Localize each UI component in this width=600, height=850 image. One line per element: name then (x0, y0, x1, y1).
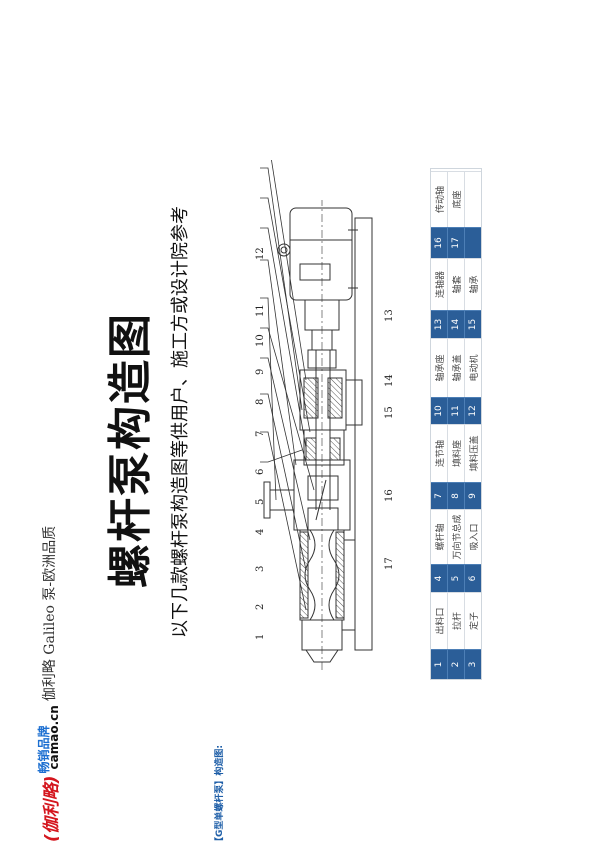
callout-5: 5 (255, 498, 266, 505)
page-subtitle: 以下几款螺杆泵构造图等供用户、施工方或设计院参考 (170, 206, 191, 638)
brand-tagline: 伽利略 Galileo 泵-欧洲品质 (42, 525, 58, 702)
brand-logo: (伽利略) 畅销品牌 camao.cn 伽利略 Galileo 泵-欧洲品质 (36, 526, 62, 842)
parts-group-1: 1 2 3 出料口 拉杆 定子 (431, 592, 481, 679)
part-number: 13 (431, 310, 448, 338)
part-number (465, 227, 481, 258)
callout-10: 10 (255, 334, 266, 347)
part-name: 轴套 (448, 258, 465, 310)
part-number: 7 (431, 482, 448, 509)
callout-17: 17 (384, 557, 395, 570)
callout-9: 9 (255, 368, 266, 375)
part-name: 螺杆轴 (431, 509, 448, 564)
part-name: 轴承 (465, 258, 481, 310)
part-name: 拉杆 (448, 592, 465, 649)
part-names: 轴承座 轴承盖 电动机 (431, 338, 481, 397)
logo-site: camao.cn (47, 705, 61, 770)
part-number: 5 (448, 564, 465, 592)
part-names: 螺杆轴 万向节总成 吸入口 (431, 509, 481, 564)
screw-pump-drawing (230, 137, 390, 680)
part-number: 3 (465, 649, 481, 679)
callout-11: 11 (255, 304, 266, 317)
part-name: 传动轴 (431, 171, 448, 227)
part-number: 12 (465, 397, 481, 424)
part-name: 连节轴 (431, 424, 448, 482)
page-title: 螺杆泵构造图 (105, 312, 156, 588)
part-name: 轴承盖 (448, 338, 465, 397)
part-number: 4 (431, 564, 448, 592)
part-numbers: 1 2 3 (431, 649, 481, 679)
part-number: 10 (431, 397, 448, 424)
part-number: 16 (431, 227, 448, 258)
part-names: 传动轴 底座 (431, 171, 481, 227)
callout-4: 4 (255, 528, 266, 535)
logo-mark: (伽利略) (41, 775, 62, 842)
parts-table: 1 2 3 出料口 拉杆 定子 4 5 6 螺杆轴 万向节总成 吸入口 (430, 168, 482, 680)
callout-8: 8 (255, 398, 266, 405)
callout-14: 14 (384, 374, 395, 387)
part-name: 底座 (448, 171, 465, 227)
parts-group-2: 4 5 6 螺杆轴 万向节总成 吸入口 (431, 509, 481, 592)
parts-group-3: 7 8 9 连节轴 填料座 填料压盖 (431, 424, 481, 509)
callout-12: 12 (255, 247, 266, 260)
callout-16: 16 (384, 489, 395, 502)
part-number: 14 (448, 310, 465, 338)
part-number: 6 (465, 564, 481, 592)
figure-caption: 【G型单螺杆泵】构造图: (215, 745, 225, 846)
part-number: 2 (448, 649, 465, 679)
part-numbers: 16 17 (431, 227, 481, 258)
callout-13: 13 (384, 309, 395, 322)
part-name: 填料座 (448, 424, 465, 482)
part-number: 17 (448, 227, 465, 258)
callout-15: 15 (384, 406, 395, 419)
part-numbers: 7 8 9 (431, 482, 481, 509)
callout-6: 6 (255, 468, 266, 475)
part-name (465, 171, 481, 227)
pump-cross-section-icon (260, 137, 373, 670)
part-names: 出料口 拉杆 定子 (431, 592, 481, 649)
part-numbers: 13 14 15 (431, 310, 481, 338)
part-name: 轴承座 (431, 338, 448, 397)
part-name: 出料口 (431, 592, 448, 649)
part-name: 吸入口 (465, 509, 481, 564)
part-name: 万向节总成 (448, 509, 465, 564)
callout-2: 2 (255, 603, 266, 610)
part-name: 连轴器 (431, 258, 448, 310)
part-numbers: 4 5 6 (431, 564, 481, 592)
part-names: 连节轴 填料座 填料压盖 (431, 424, 481, 482)
parts-group-5: 13 14 15 连轴器 轴套 轴承 (431, 258, 481, 338)
part-number: 9 (465, 482, 481, 509)
part-number: 1 (431, 649, 448, 679)
parts-group-6: 16 17 传动轴 底座 (431, 171, 481, 258)
callout-7: 7 (255, 430, 266, 437)
parts-group-4: 10 11 12 轴承座 轴承盖 电动机 (431, 338, 481, 424)
part-names: 连轴器 轴套 轴承 (431, 258, 481, 310)
part-name: 电动机 (465, 338, 481, 397)
part-number: 8 (448, 482, 465, 509)
part-name: 定子 (465, 592, 481, 649)
part-number: 15 (465, 310, 481, 338)
callout-1: 1 (255, 633, 266, 640)
callout-3: 3 (255, 565, 266, 572)
part-number: 11 (448, 397, 465, 424)
part-numbers: 10 11 12 (431, 397, 481, 424)
part-name: 填料压盖 (465, 424, 481, 482)
